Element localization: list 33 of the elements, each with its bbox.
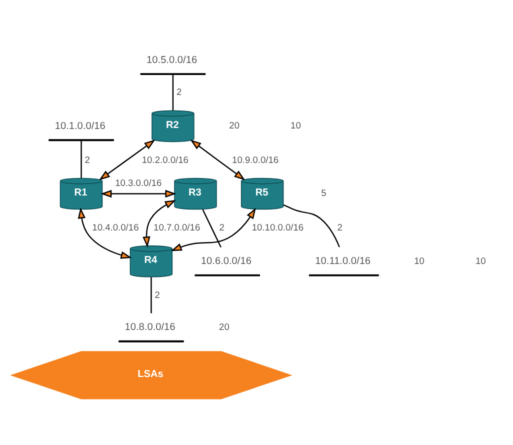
arrow [170,208,256,252]
label: 10 [476,256,486,266]
edge-label: 2 [176,87,182,98]
connector [80,140,82,178]
connector [202,209,222,248]
edge-label: 10.7.0.0/16 [154,222,200,232]
label: 20 [229,120,240,131]
connector [283,204,340,248]
edge-label: 2 [219,222,224,232]
edge-label: 10.2.0.0/16 [142,154,188,165]
connector [150,277,152,314]
arrow [142,200,176,248]
node-text: 10.8.0.0/16 [124,322,176,334]
node-text: 10.6.0.0/16 [200,256,252,267]
edge-label: 10.3.0.0/16 [115,178,162,188]
arrow [190,140,246,180]
label: 20 [219,322,230,332]
arrow [98,140,156,180]
edge-label: 10.10.0.0/16 [252,222,304,232]
edge-label: 2 [154,290,160,300]
edge-label: 10.4.0.0/16 [92,222,139,232]
label: 10 [290,120,301,131]
node-text: 10.11.0.0/16 [315,256,371,267]
node-text: 10.5.0.0/16 [146,54,198,66]
edge-label: 2 [84,154,90,165]
connector [172,74,174,110]
edge-label: 10.9.0.0/16 [232,154,279,165]
arrow [100,190,176,198]
arrow [78,207,132,259]
edge-label: 2 [337,222,342,232]
node-text: 10.1.0.0/16 [54,120,106,132]
label: 5 [321,188,326,198]
label: 10 [414,256,424,266]
